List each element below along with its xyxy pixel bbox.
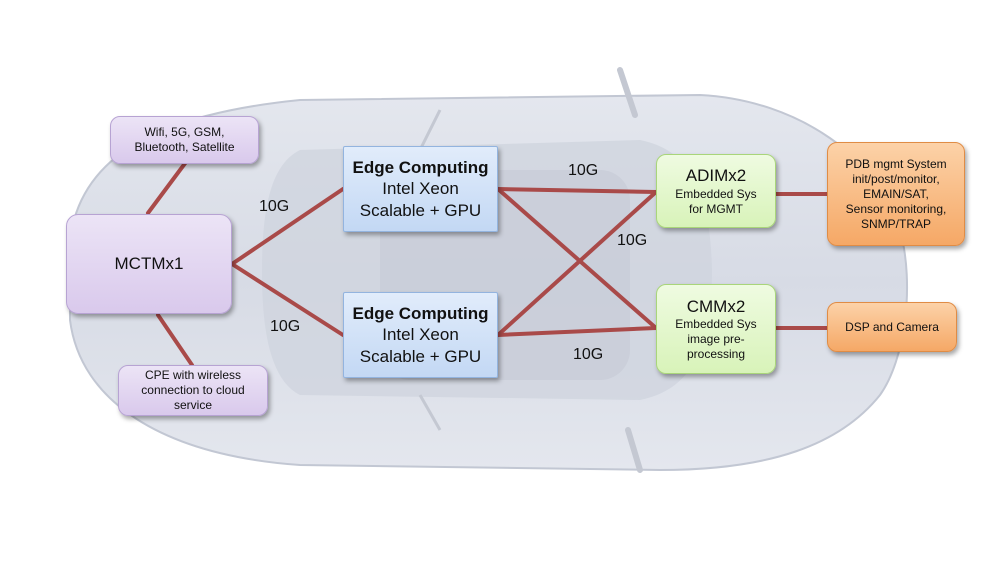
adim-title: ADIMx2 [685,166,747,186]
pdb-line-1: PDB mgmt System [845,156,947,171]
mctm-label: MCTMx1 [114,254,184,274]
link-label-edge-adim: 10G [568,162,599,179]
edge2-title: Edge Computing [352,304,489,324]
edge1-title: Edge Computing [352,158,489,178]
cmm-node: CMMx2 Embedded Sys image pre- processing [656,284,776,374]
cmm-line-2: image pre- [687,332,745,347]
link-wireless-mctm [146,160,188,215]
cmm-title: CMMx2 [686,296,746,316]
link-mctm-edge2 [230,262,345,337]
cmm-line-3: processing [686,347,746,362]
adim-node: ADIMx2 Embedded Sys for MGMT [656,154,776,228]
adim-line-1: Embedded Sys [675,186,757,201]
wireless-node: Wifi, 5G, GSM, Bluetooth, Satellite [110,116,259,164]
cmm-line-1: Embedded Sys [675,317,757,332]
edge2-line-2: Scalable + GPU [359,346,482,366]
link-label-mctm-edge1: 10G [259,198,290,215]
pdb-line-2: init/post/monitor, [852,171,940,186]
mctm-node: MCTMx1 [66,214,232,314]
cpe-line-1: CPE with wireless [144,368,242,382]
link-edge2-adim [496,190,658,337]
edge1-line-1: Intel Xeon [382,179,459,199]
pdb-line-5: SNMP/TRAP [860,216,931,231]
pdb-line-3: EMAIN/SAT, [863,186,929,201]
dsp-label: DSP and Camera [845,319,939,334]
edge2-line-1: Intel Xeon [382,325,459,345]
edge-computing-node-2: Edge Computing Intel Xeon Scalable + GPU [343,292,498,378]
cpe-line-3: service [173,398,212,412]
cpe-node: CPE with wireless connection to cloud se… [118,365,268,416]
link-label-cross: 10G [617,232,648,249]
link-label-mctm-edge2: 10G [270,318,301,335]
cpe-line-2: connection to cloud [141,383,245,397]
edge-computing-node-1: Edge Computing Intel Xeon Scalable + GPU [343,146,498,232]
pdb-line-4: Sensor monitoring, [845,201,947,216]
link-edge1-cmm [496,187,658,330]
edge1-line-2: Scalable + GPU [359,200,482,220]
pdb-node: PDB mgmt System init/post/monitor, EMAIN… [827,142,965,246]
link-edge1-adim [496,187,658,194]
link-label-edge-cmm: 10G [573,346,604,363]
adim-line-2: for MGMT [689,201,743,216]
link-edge2-cmm [496,326,658,337]
link-mctm-cpe [156,313,194,367]
dsp-node: DSP and Camera [827,302,957,352]
wireless-line-1: Wifi, 5G, GSM, [144,125,225,139]
wireless-line-2: Bluetooth, Satellite [134,140,235,154]
link-mctm-edge1 [230,187,345,266]
